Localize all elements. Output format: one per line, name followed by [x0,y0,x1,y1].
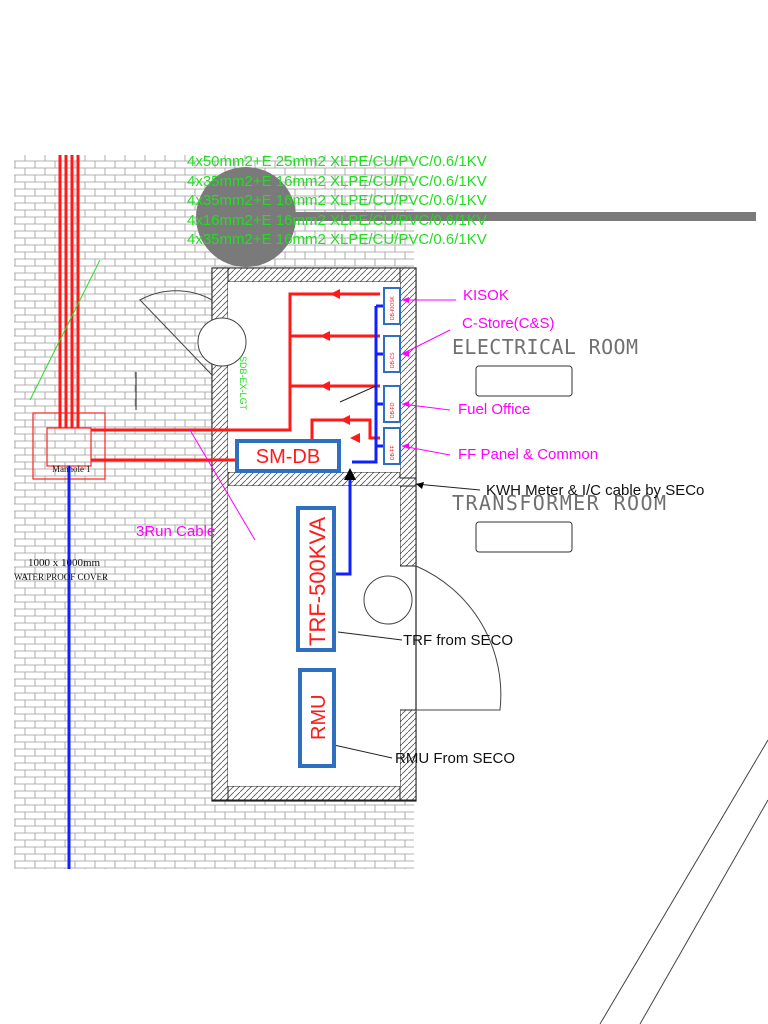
gray-beam [240,212,756,221]
smdb-box[interactable] [235,439,341,473]
panel-ff-code: DB-FF [390,445,396,460]
transformer-room-label: TRANSFORMER ROOM [452,491,666,515]
diag-line-2 [639,799,768,1024]
trf-box[interactable] [296,506,336,652]
trf-label: TRF-500KVA [305,516,330,646]
electrical-room-label: ELECTRICAL ROOM [452,335,638,359]
rmu-box[interactable] [298,668,336,768]
panel-kiosk-box[interactable] [383,287,401,325]
black-leaders [135,372,481,759]
panel-codes: DB-KIOSK DB-CS DB-FO DB-FF [390,295,396,460]
kwh-arrowhead [416,482,424,489]
magenta-arrowheads [402,297,409,449]
blue-arrowhead [344,468,356,480]
door-knob-top [197,317,247,367]
door-swing-right [415,565,502,711]
panel-labels: KISOK C-Store(C&S) Fuel Office FF Panel … [458,287,598,463]
panel-fo-box[interactable] [383,385,401,423]
diag-line [599,739,768,1024]
panel-kiosk-label: KISOK [463,287,509,304]
magenta-leaders [189,299,456,541]
cable-notes: 4x50mm2+E 25mm2 XLPE/CU/PVC/0.6/1KV 4x35… [187,153,487,248]
cover-size-label: 1000 x 1000mm [28,557,101,569]
outline-block-2 [475,521,573,553]
red-riser-cables [58,155,80,428]
cable-note-2: 4x35mm2+E 16mm2 XLPE/CU/PVC/0.6/1KV [187,173,487,190]
panel-boxes [383,287,401,465]
wall-top [211,267,417,283]
annotations: KWH Meter & I/C cable by SECo TRF from S… [395,482,704,767]
door-knob-right [363,575,413,625]
blue-bus [334,304,386,576]
wall-bottom [211,785,417,801]
cover-desc-label: WATER PROOF COVER [14,572,108,582]
green-guide [29,259,101,401]
run-cable-label: 3Run Cable [136,523,215,540]
cable-note-5: 4x35mm2+E 16mm2 XLPE/CU/PVC/0.6/1KV [187,231,487,248]
wall-right-lower [399,485,417,567]
rmu-from-label: RMU From SECO [395,750,515,767]
panel-kiosk-code: DB-KIOSK [390,295,396,320]
panel-cs-box[interactable] [383,335,401,373]
cable-note-4: 4x16mm2+E 16mm2 XLPE/CU/PVC/0.6/1KV [187,212,487,229]
panel-ff-box[interactable] [383,427,401,465]
kwh-label: KWH Meter & I/C cable by SECo [486,482,704,499]
rmu-label: RMU [308,694,330,740]
panel-cs-code: DB-CS [390,352,396,368]
manhole-label: Manhole 1 [52,464,91,474]
cable-note-1: 4x50mm2+E 25mm2 XLPE/CU/PVC/0.6/1KV [187,153,487,170]
trf-from-label: TRF from SECO [403,632,513,649]
cable-note-3: 4x35mm2+E 16mm2 XLPE/CU/PVC/0.6/1KV [187,192,487,209]
panel-fo-label: Fuel Office [458,401,530,418]
sdb-ext-label: SDB-EX-LGT [238,356,248,411]
panel-fo-code: DB-FO [390,402,396,418]
door-swing-top [139,290,213,376]
panel-ff-label: FF Panel & Common [458,446,598,463]
outline-block-1 [475,365,573,397]
red-arrowheads [320,289,360,443]
panel-cs-label: C-Store(C&S) [462,315,555,332]
smdb-label: SM-DB [256,446,320,468]
gray-tank [196,167,296,267]
wall-middle [211,471,417,487]
